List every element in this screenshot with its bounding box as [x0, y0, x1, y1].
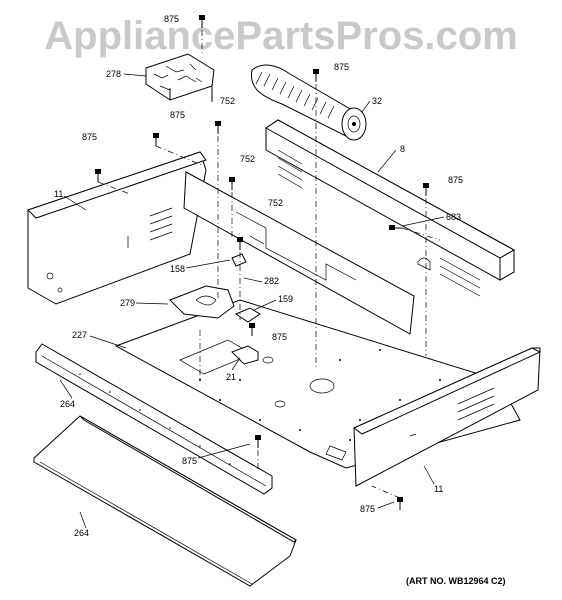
part-21-bracket [231, 345, 259, 365]
label-264: 264 [60, 399, 75, 409]
label-158: 158 [170, 264, 185, 274]
part-11-right-side-panel [353, 347, 542, 487]
label-875: 875 [448, 175, 463, 185]
label-752: 752 [240, 154, 255, 164]
alignment-lines [97, 30, 441, 499]
part-158-clip [231, 253, 247, 267]
label-11: 11 [434, 484, 443, 494]
label-282: 282 [264, 276, 279, 286]
part-282-baffle [183, 171, 415, 335]
label-8: 8 [400, 144, 405, 154]
label-159: 159 [278, 294, 293, 304]
part-11-left-side-panel [27, 151, 207, 305]
part-264-strip-upper [35, 343, 273, 495]
art-number: (ART NO. WB12964 C2) [406, 576, 506, 586]
part-labels: 875 278 875 32 752 875 875 752 8 875 11 … [54, 14, 463, 538]
label-875: 875 [164, 14, 179, 24]
label-875: 875 [334, 62, 349, 72]
label-683: 683 [446, 212, 461, 222]
part-159-bracket [234, 307, 261, 323]
screw-icons [95, 15, 429, 510]
label-32: 32 [372, 96, 382, 106]
part-278-plate [145, 53, 215, 102]
label-752: 752 [220, 96, 235, 106]
label-875: 875 [360, 504, 375, 514]
watermark: AppliancePartsPros.com [44, 14, 518, 58]
label-875: 875 [170, 110, 185, 120]
part-279-bracket [169, 285, 235, 319]
label-875: 875 [182, 456, 197, 466]
label-21: 21 [226, 372, 236, 382]
part-264-strip-lower [33, 415, 297, 587]
label-875: 875 [82, 132, 97, 142]
label-264: 264 [74, 528, 89, 538]
label-875: 875 [272, 332, 287, 342]
label-278: 278 [106, 69, 121, 79]
part-8-rear-panel [265, 119, 516, 297]
label-279: 279 [120, 298, 135, 308]
part-32-fan-assembly [250, 64, 367, 141]
leader-lines [59, 73, 445, 529]
label-752: 752 [268, 198, 283, 208]
label-11: 11 [54, 189, 63, 199]
label-227: 227 [72, 330, 87, 340]
